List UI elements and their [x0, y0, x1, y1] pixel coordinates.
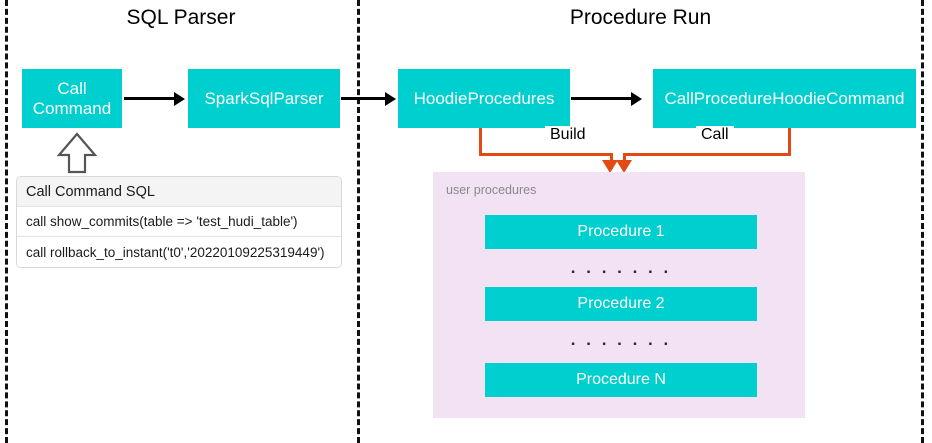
arrow-hoodie-to-command-head	[631, 92, 642, 106]
user-procedures-label: user procedures	[446, 183, 537, 197]
arrow-call-command-to-parser-line	[124, 97, 176, 100]
build-connector-vertical-left	[479, 128, 482, 156]
box-call-procedure-hoodie-command-label: CallProcedureHoodieCommand	[664, 88, 905, 108]
box-spark-sql-parser-label: SparkSqlParser	[204, 88, 324, 108]
box-call-procedure-hoodie-command[interactable]: CallProcedureHoodieCommand	[653, 69, 916, 128]
divider-middle	[357, 0, 360, 443]
box-procedure-1-label: Procedure 1	[577, 222, 665, 240]
sql-table-header: Call Command SQL	[17, 177, 341, 207]
call-label: Call	[696, 126, 734, 144]
call-connector-arrowhead	[616, 160, 632, 173]
box-call-command-line1: Call	[57, 78, 87, 98]
box-hoodie-procedures[interactable]: HoodieProcedures	[398, 69, 570, 128]
box-procedure-n[interactable]: Procedure N	[485, 363, 757, 397]
arrow-parser-to-hoodie-head	[385, 92, 396, 106]
divider-left	[5, 0, 8, 443]
build-connector-horizontal	[479, 153, 613, 156]
box-hoodie-procedures-label: HoodieProcedures	[413, 88, 555, 108]
box-spark-sql-parser[interactable]: SparkSqlParser	[188, 69, 340, 128]
box-procedure-2[interactable]: Procedure 2	[485, 287, 757, 321]
box-procedure-2-label: Procedure 2	[577, 294, 665, 312]
box-procedure-1[interactable]: Procedure 1	[485, 215, 757, 249]
box-call-command-line2: Command	[32, 98, 112, 118]
arrow-parser-to-hoodie-line	[341, 97, 388, 100]
arrow-hoodie-to-command-line	[571, 97, 633, 100]
ellipsis-1: . . . . . . .	[570, 258, 672, 277]
box-call-command[interactable]: Call Command	[22, 69, 122, 128]
sql-table-row-2[interactable]: call rollback_to_instant('t0','202201092…	[17, 237, 341, 267]
ellipsis-2: . . . . . . .	[570, 330, 672, 349]
up-arrow-icon	[56, 132, 98, 174]
call-connector-horizontal	[623, 153, 791, 156]
call-command-sql-table: Call Command SQL call show_commits(table…	[16, 176, 342, 268]
section-title-sql-parser: SQL Parser	[126, 6, 236, 29]
build-label: Build	[545, 126, 591, 144]
box-procedure-n-label: Procedure N	[576, 370, 666, 388]
build-connector-arrowhead	[602, 160, 618, 173]
call-connector-vertical-right	[788, 128, 791, 156]
sql-table-row-1[interactable]: call show_commits(table => 'test_hudi_ta…	[17, 207, 341, 237]
section-title-procedure-run: Procedure Run	[569, 6, 712, 29]
divider-right	[921, 0, 924, 443]
arrow-call-command-to-parser-head	[174, 92, 185, 106]
